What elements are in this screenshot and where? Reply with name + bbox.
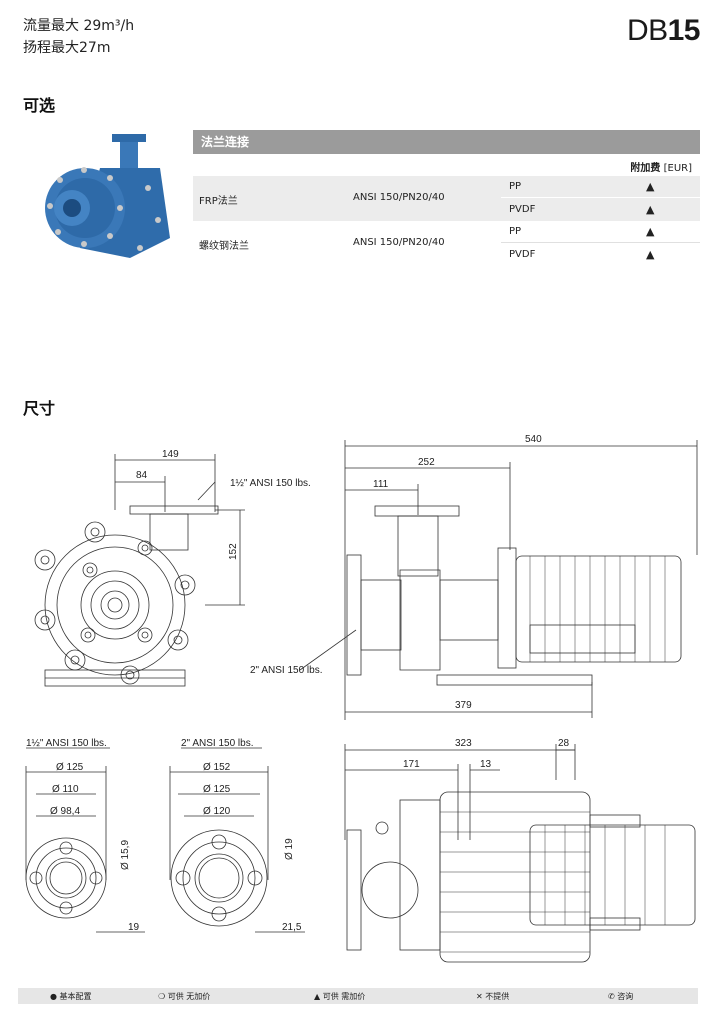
dim-171: 171 [403,759,420,770]
flange-small-hole: Ø 15,9 [120,840,131,870]
cross-icon: ✕ [476,992,483,1001]
spec-block: 流量最大 29m³/h 扬程最大27m [23,15,134,59]
table-row: PVDF ▲ [501,199,700,221]
group-name: FRP法兰 [199,196,238,207]
flange-small-d2: Ø 110 [52,784,79,795]
surcharge-unit: [EUR] [663,163,692,174]
flange-small-thick: 19 [128,922,140,933]
dim-152: 152 [228,543,239,560]
flange-small-d3: Ø 98,4 [50,806,80,817]
legend-bar: ● 基本配置 ❍ 可供 无加价 ▲ 可供 需加价 ✕ 不提供 ✆ 咨询 [18,988,698,1004]
flange-large-d2: Ø 125 [203,784,231,795]
top-view: 323 171 13 28 [344,738,696,963]
flange-large-thick: 21,5 [282,922,302,933]
model-prefix: DB [626,14,668,47]
group-standard: ANSI 150/PN20/40 [353,192,445,203]
pump-image [45,134,170,258]
front-view: 149 84 152 1½" ANSI 150 lbs. [34,449,311,687]
dim-13: 13 [480,759,492,770]
model-number: 15 [667,14,701,47]
outlet-label: 1½" ANSI 150 lbs. [230,478,311,489]
legend-text: 可供 需加价 [322,992,366,1001]
legend-standard: ● 基本配置 [50,991,92,1002]
material: PVDF [509,204,536,215]
filled-circle-icon: ● [50,992,57,1001]
legend-inquire: ✆ 咨询 [608,991,633,1002]
material: PVDF [509,249,536,260]
model-title: DB15 [626,14,701,48]
table-group-steel: 螺纹钢法兰 ANSI 150/PN20/40 PP ▲ PVDF ▲ [193,221,700,266]
flange-large-d1: Ø 152 [203,762,231,773]
head-spec: 扬程最大27m [23,40,111,56]
surcharge-title: 附加费 [630,163,661,174]
dim-323: 323 [455,738,472,749]
flange-large-title: 2" ANSI 150 lbs. [181,738,253,749]
group-standard: ANSI 150/PN20/40 [353,237,445,248]
surcharge-label: 附加费 [EUR] [630,159,692,174]
group-name: 螺纹钢法兰 [199,241,249,252]
legend-not-available: ✕ 不提供 [476,991,509,1002]
table-row: PP ▲ [501,176,700,198]
availability-mark: ▲ [646,248,655,261]
flange-small-d1: Ø 125 [56,762,84,773]
legend-available: ❍ 可供 无加价 [158,991,210,1002]
availability-mark: ▲ [646,203,655,216]
open-circle-icon: ❍ [158,992,166,1001]
dim-379: 379 [455,700,472,711]
flange-options-table: 法兰连接 附加费 [EUR] FRP法兰 ANSI 150/PN20/40 PP… [193,130,700,266]
legend-text: 可供 无加价 [167,992,211,1001]
triangle-icon: ▲ [314,992,321,1001]
legend-text: 不提供 [485,992,510,1001]
dimensions-title: 尺寸 [23,399,56,418]
table-row: PVDF ▲ [501,244,700,266]
table-row: PP ▲ [501,221,700,243]
legend-text: 基本配置 [59,992,92,1001]
dimension-drawings: 149 84 152 1½" ANSI 150 lbs. [25,434,698,963]
flange-small-view: 1½" ANSI 150 lbs. Ø 125 Ø 110 Ø 98,4 Ø 1… [25,738,145,933]
side-view: 540 252 111 379 2" ANSI 150 lbs. [250,434,698,720]
surcharge-header: 附加费 [EUR] [193,154,700,176]
options-title: 可选 [23,96,56,115]
phone-icon: ✆ [608,992,615,1001]
flange-small-title: 1½" ANSI 150 lbs. [26,738,107,749]
legend-surcharge: ▲ 可供 需加价 [314,991,365,1002]
table-group-frp: FRP法兰 ANSI 150/PN20/40 PP ▲ PVDF ▲ [193,176,700,221]
flange-large-view: 2" ANSI 150 lbs. Ø 152 Ø 125 Ø 120 Ø 19 … [169,738,305,933]
flange-large-d3: Ø 120 [203,806,231,817]
dim-28: 28 [558,738,570,749]
inlet-label: 2" ANSI 150 lbs. [250,665,322,676]
availability-mark: ▲ [646,180,655,193]
legend-text: 咨询 [617,992,634,1001]
flow-spec: 流量最大 29m³/h [23,18,135,34]
flange-large-hole: Ø 19 [284,838,295,860]
material: PP [509,226,522,237]
dim-111: 111 [373,479,389,490]
dim-540: 540 [525,434,542,445]
table-heading: 法兰连接 [193,130,700,154]
dim-149: 149 [162,449,179,460]
dim-252: 252 [418,457,435,468]
material: PP [509,181,522,192]
dim-84: 84 [136,470,148,481]
availability-mark: ▲ [646,225,655,238]
